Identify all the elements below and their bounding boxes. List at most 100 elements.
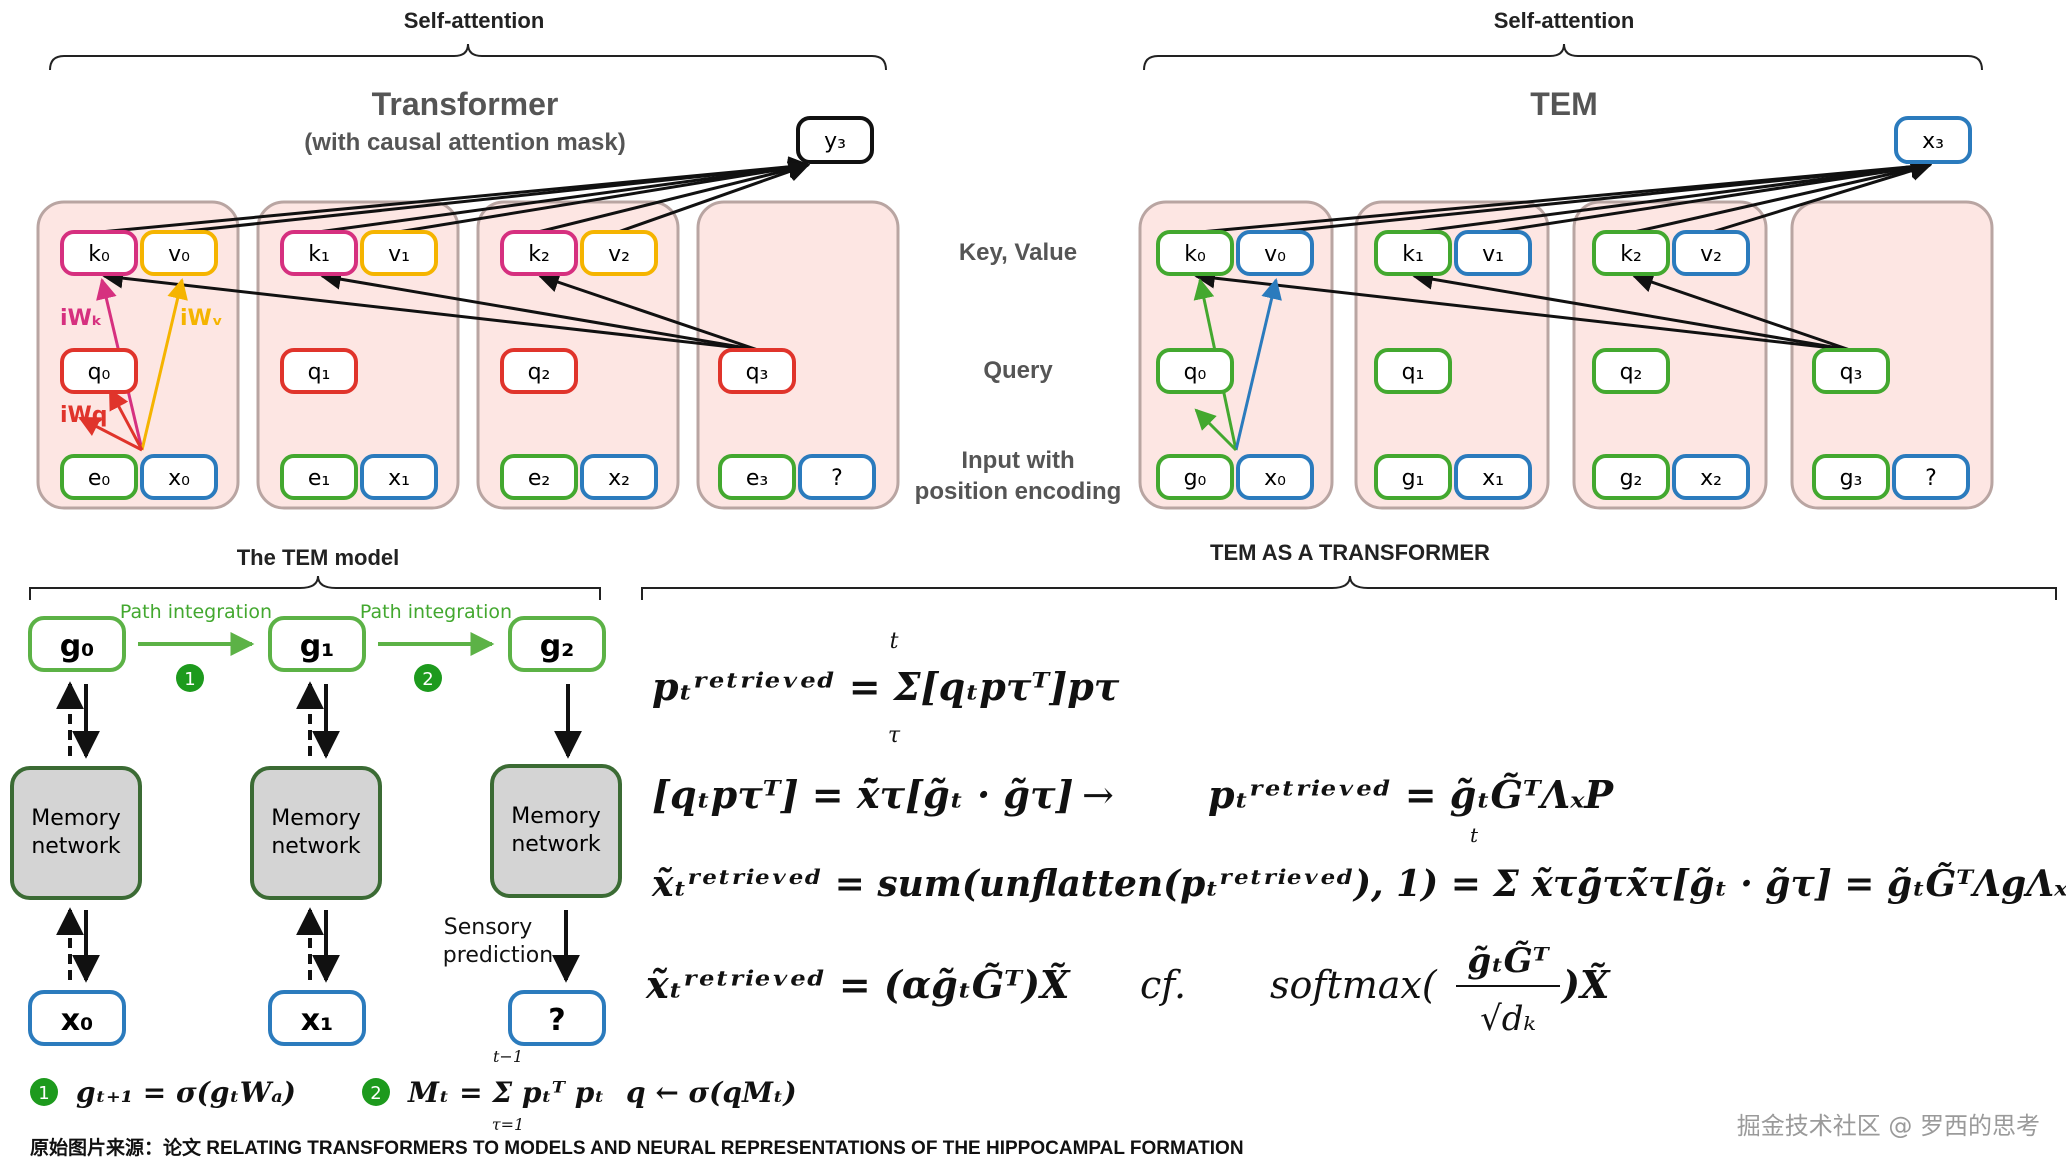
model-x1-label: x₁: [301, 1003, 334, 1038]
tem-node-g1: [1374, 454, 1452, 500]
self-attention-label-left: Self-attention: [404, 8, 545, 33]
step-badge-1-label: 1: [184, 669, 195, 690]
memory-network-1-line1: Memory: [271, 806, 360, 831]
equation-4-cf: cf.: [1140, 963, 1186, 1007]
self-attention-brace-left: [49, 43, 887, 71]
tem-node-x2: [1672, 454, 1750, 500]
path-integration-label-2: Path integration: [360, 601, 512, 623]
node-k2: [500, 230, 578, 276]
tem-column-3: [1790, 200, 1994, 510]
tem-title: TEM: [1530, 86, 1598, 122]
tem-model-brace: [29, 575, 601, 600]
tem-model-x-nodes: x₀ x₁ ?: [28, 990, 606, 1046]
transformer-title: Transformer: [372, 86, 559, 122]
sensory-label-line1: Sensory: [444, 915, 532, 940]
model-g0: [28, 616, 126, 672]
tem-node-q0-label: q₀: [1184, 360, 1207, 385]
node-e2-label: e₂: [528, 466, 550, 491]
node-q3-label: q₃: [746, 360, 769, 385]
equation-3: x̃ₜʳᵉᵗʳⁱᵉᵛᵉᵈ = sum(unflatten(pₜʳᵉᵗʳⁱᵉᵛᵉᵈ…: [651, 863, 2066, 905]
equation-2-arrow: →: [1082, 773, 1114, 817]
tem-column-1: [1354, 200, 1550, 510]
tem-node-q2: [1592, 348, 1670, 394]
memory-networks: Memory network Memory network Memory net…: [10, 764, 622, 900]
tem-node-v1-label: v₁: [1482, 242, 1504, 267]
transformer-column-1: [256, 200, 460, 510]
node-v0: [140, 230, 218, 276]
tem-arrows: [1193, 156, 1933, 352]
node-q0-label: q₀: [88, 360, 111, 385]
legend-eq-2-sum-top: t−1: [493, 1047, 523, 1066]
memory-network-0-line1: Memory: [31, 806, 120, 831]
equation-2-right: pₜʳᵉᵗʳⁱᵉᵛᵉᵈ = g̃ₜG̃ᵀΛₓP: [1208, 772, 1614, 817]
tem-model-legend: 1 gₜ₊₁ = σ(gₜWₐ) 2 Mₜ = Σ pₜᵀ pₜ t−1 τ=1…: [30, 1047, 797, 1134]
tem-node-q1-label: q₁: [1402, 360, 1425, 385]
equation-1-sum-top: t: [890, 629, 899, 654]
tem-nodes: k₀ v₀ q₀ g₀ x₀ k₁ v₁ q₁ g₁ x₁ k₂ v₂ q₂ g…: [1156, 116, 1972, 500]
model-x0: [28, 990, 126, 1046]
step-badge-2-label: 2: [422, 669, 433, 690]
node-x1-label: x₁: [388, 466, 410, 491]
equation-2-left: [qₜpτᵀ] = x̄̃τ[g̃ₜ · g̃τ]: [652, 772, 1074, 817]
tem-node-k1-label: k₁: [1402, 242, 1424, 267]
tem-node-v2: [1672, 230, 1750, 276]
node-q1: [280, 348, 358, 394]
sensory-label-line2: prediction: [443, 943, 553, 968]
tem-node-x0-label: x₀: [1264, 466, 1286, 491]
node-v2-label: v₂: [608, 242, 630, 267]
tem-node-g0: [1156, 454, 1234, 500]
path-integration-label-1: Path integration: [120, 601, 272, 623]
model-g2: [508, 616, 606, 672]
equations: pₜʳᵉᵗʳⁱᵉᵛᵉᵈ = Σ[qₜpτᵀ]pτ t τ [qₜpτᵀ] = x…: [645, 629, 2066, 1039]
model-g2-label: g₂: [540, 629, 575, 664]
node-k1: [280, 230, 358, 276]
equation-4-frac-den: √dₖ: [1480, 999, 1536, 1039]
tem-as-transformer-brace: [641, 575, 2057, 600]
memory-network-1: [250, 766, 382, 900]
weight-label-wv: iWᵥ: [180, 306, 223, 331]
node-x1: [360, 454, 438, 500]
watermark: 掘金技术社区 @ 罗西的思考: [1737, 1112, 2040, 1140]
transformer-subtitle: (with causal attention mask): [304, 129, 625, 156]
model-x-unknown: [508, 990, 606, 1046]
legend-badge-1-label: 1: [38, 1083, 49, 1104]
step-badge-2: [414, 664, 442, 692]
memory-network-2-line2: network: [511, 832, 601, 857]
tem-node-k2-label: k₂: [1620, 242, 1642, 267]
tem-node-g2: [1592, 454, 1670, 500]
transformer-arrows: [99, 156, 811, 352]
weight-label-wk: iWₖ: [60, 306, 103, 331]
tem-node-q3-label: q₃: [1840, 360, 1863, 385]
tem-node-x1: [1454, 454, 1532, 500]
tem-node-x3-unknown: [1892, 454, 1970, 500]
node-x2: [580, 454, 658, 500]
row-label-input-line1: Input with: [961, 447, 1074, 474]
source-caption: 原始图片来源：论文 RELATING TRANSFORMERS TO MODEL…: [30, 1136, 1244, 1159]
memory-network-0: [10, 766, 142, 900]
node-e3-label: e₃: [746, 466, 768, 491]
tem-column-2: [1572, 200, 1768, 510]
tem-node-v2-label: v₂: [1700, 242, 1722, 267]
node-q2-label: q₂: [528, 360, 551, 385]
tem-node-v0: [1236, 230, 1314, 276]
equation-4-frac-num: g̃ₜG̃ᵀ: [1467, 941, 1550, 981]
legend-eq-1: gₜ₊₁ = σ(gₜWₐ): [76, 1076, 296, 1109]
tem-node-x3-unknown-label: ?: [1925, 466, 1937, 491]
model-g1: [268, 616, 366, 672]
tem-node-q2-label: q₂: [1620, 360, 1643, 385]
equation-4-right: )X̃: [1560, 962, 1611, 1007]
row-label-input-line2: position encoding: [915, 478, 1122, 505]
transformer-nodes: k₀ v₀ q₀ e₀ x₀ k₁ v₁ q₁ e₁ x₁ k₂ v₂ q₂ e…: [60, 116, 876, 500]
memory-network-2: [490, 764, 622, 898]
legend-badge-2-label: 2: [370, 1083, 381, 1104]
tem-node-g2-label: g₂: [1620, 466, 1643, 491]
equation-3-sum-top: t: [1470, 823, 1479, 847]
tem-model-g-nodes: g₀ g₁ g₂: [28, 616, 606, 672]
node-k0-label: k₀: [88, 242, 110, 267]
tem-node-k0: [1156, 230, 1234, 276]
tem-model-title: The TEM model: [237, 545, 400, 570]
equation-1-sum-bottom: τ: [888, 723, 901, 748]
tem-column-0: [1138, 200, 1334, 510]
legend-eq-2a: Mₜ = Σ pₜᵀ pₜ: [407, 1076, 605, 1109]
